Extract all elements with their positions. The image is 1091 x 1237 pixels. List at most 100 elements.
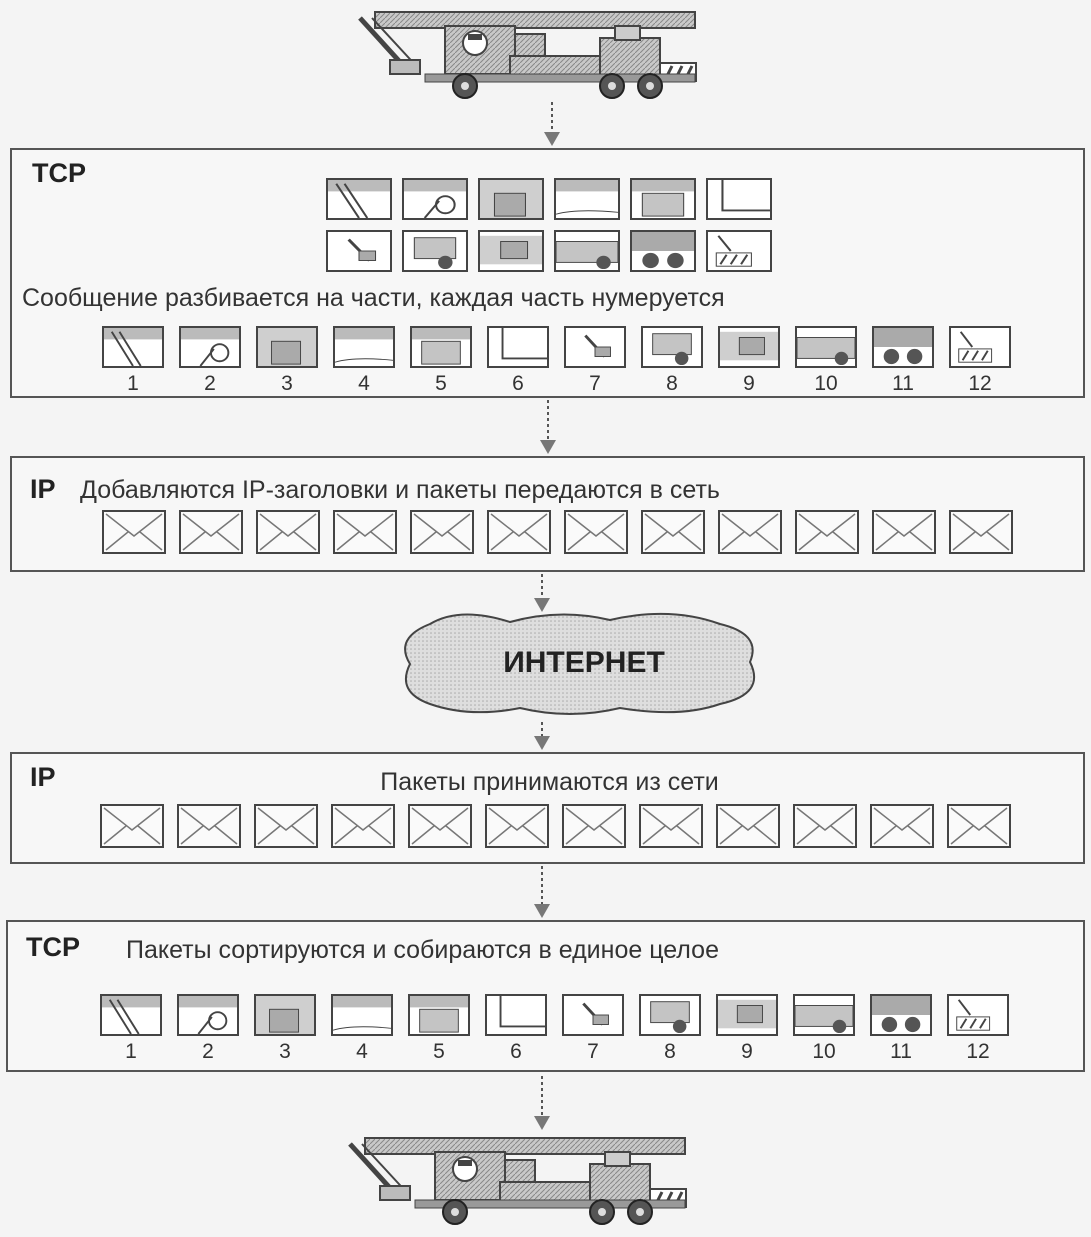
fragments-grid: [326, 178, 786, 274]
fragment-tile: [326, 178, 392, 220]
envelope-icon: [333, 510, 397, 554]
fragment-number: 9: [741, 1040, 753, 1063]
numbered-fragment-tile: [102, 326, 164, 368]
fragment-number: 5: [435, 372, 447, 395]
envelope-icon: [410, 510, 474, 554]
fragment-number: 6: [512, 372, 524, 395]
packets-row-recv: [100, 804, 1020, 852]
numbered-fragment-tile: [716, 994, 778, 1036]
envelope-icon: [872, 510, 936, 554]
numbered-fragment-tile: [562, 994, 624, 1036]
flow-arrow-5: [530, 866, 554, 920]
numbered-fragment-tile: [872, 326, 934, 368]
envelope-icon: [795, 510, 859, 554]
crane-truck-icon-top: [350, 8, 720, 100]
fragment-number: 2: [202, 1040, 214, 1063]
fragment-number: 4: [358, 372, 370, 395]
numbered-fragment-tile: [410, 326, 472, 368]
envelope-icon: [179, 510, 243, 554]
envelope-icon: [331, 804, 395, 848]
tcp-recv-layer: TCP Пакеты сортируются и собираются в ед…: [6, 920, 1085, 1072]
numbered-fragment-tile: [100, 994, 162, 1036]
flow-arrow-1: [540, 102, 564, 148]
flow-arrow-3: [530, 574, 554, 614]
envelope-icon: [485, 804, 549, 848]
flow-arrow-6: [530, 1076, 554, 1132]
ip-send-caption: Добавляются IP-заголовки и пакеты переда…: [80, 476, 720, 504]
tcp-recv-caption: Пакеты сортируются и собираются в единое…: [126, 936, 719, 964]
fragment-tile: [326, 230, 392, 272]
tcp-send-layer: TCP Сообщение разбивается на части, кажд…: [10, 148, 1085, 398]
fragment-number: 11: [890, 1040, 912, 1063]
envelope-icon: [949, 510, 1013, 554]
ip-recv-tag: IP: [30, 762, 56, 792]
ip-send-tag: IP: [30, 474, 56, 504]
numbered-fragment-tile: [254, 994, 316, 1036]
numbered-fragment-tile: [177, 994, 239, 1036]
fragment-tile: [630, 178, 696, 220]
numbered-fragment-tile: [487, 326, 549, 368]
fragment-number: 8: [664, 1040, 676, 1063]
fragment-number: 4: [356, 1040, 368, 1063]
envelope-icon: [254, 804, 318, 848]
numbered-fragment-tile: [179, 326, 241, 368]
fragment-number: 3: [279, 1040, 291, 1063]
fragment-tile: [402, 178, 468, 220]
fragment-number: 3: [281, 372, 293, 395]
fragment-number: 8: [666, 372, 678, 395]
envelope-icon: [870, 804, 934, 848]
fragment-tile: [478, 178, 544, 220]
fragment-number: 12: [966, 1040, 990, 1063]
numbered-fragment-tile: [331, 994, 393, 1036]
ip-recv-layer: IP Пакеты принимаются из сети: [10, 752, 1085, 864]
fragment-number: 6: [510, 1040, 522, 1063]
tcp-send-caption: Сообщение разбивается на части, каждая ч…: [22, 284, 725, 312]
fragment-number: 10: [814, 372, 838, 395]
envelope-icon: [562, 804, 626, 848]
fragment-number: 11: [892, 372, 914, 395]
fragment-number: 5: [433, 1040, 445, 1063]
envelope-icon: [947, 804, 1011, 848]
numbered-fragment-tile: [408, 994, 470, 1036]
fragment-number: 1: [127, 372, 139, 395]
fragment-tile: [554, 230, 620, 272]
envelope-icon: [718, 510, 782, 554]
ip-recv-caption: Пакеты принимаются из сети: [380, 768, 719, 796]
envelope-icon: [256, 510, 320, 554]
envelope-icon: [408, 804, 472, 848]
cloud-icon: [404, 612, 756, 715]
numbered-fragment-tile: [639, 994, 701, 1036]
envelope-icon: [639, 804, 703, 848]
crane-truck-icon-bottom: [340, 1134, 710, 1226]
tcp-send-tag: TCP: [32, 158, 86, 188]
envelope-icon: [487, 510, 551, 554]
fragment-tile: [706, 178, 772, 220]
envelope-icon: [716, 804, 780, 848]
fragment-tile: [630, 230, 696, 272]
internet-label: ИНТЕРНЕТ: [503, 646, 665, 679]
tcp-recv-tag: TCP: [26, 932, 80, 962]
fragment-number: 10: [812, 1040, 836, 1063]
numbered-fragment-tile: [795, 326, 857, 368]
numbered-fragment-tile: [947, 994, 1009, 1036]
fragment-tile: [706, 230, 772, 272]
envelope-icon: [641, 510, 705, 554]
envelope-icon: [177, 804, 241, 848]
flow-arrow-4: [530, 722, 554, 752]
envelope-icon: [100, 804, 164, 848]
numbered-fragment-tile: [718, 326, 780, 368]
numbered-fragment-tile: [641, 326, 703, 368]
fragment-tile: [478, 230, 544, 272]
ip-send-layer: IP Добавляются IP-заголовки и пакеты пер…: [10, 456, 1085, 572]
flow-arrow-2: [536, 400, 560, 456]
fragment-number: 7: [589, 372, 601, 395]
numbered-fragment-tile: [870, 994, 932, 1036]
fragment-number: 1: [125, 1040, 137, 1063]
fragment-number: 12: [968, 372, 992, 395]
numbered-fragment-tile: [949, 326, 1011, 368]
numbered-fragment-tile: [333, 326, 395, 368]
fragment-number: 7: [587, 1040, 599, 1063]
fragment-tile: [402, 230, 468, 272]
